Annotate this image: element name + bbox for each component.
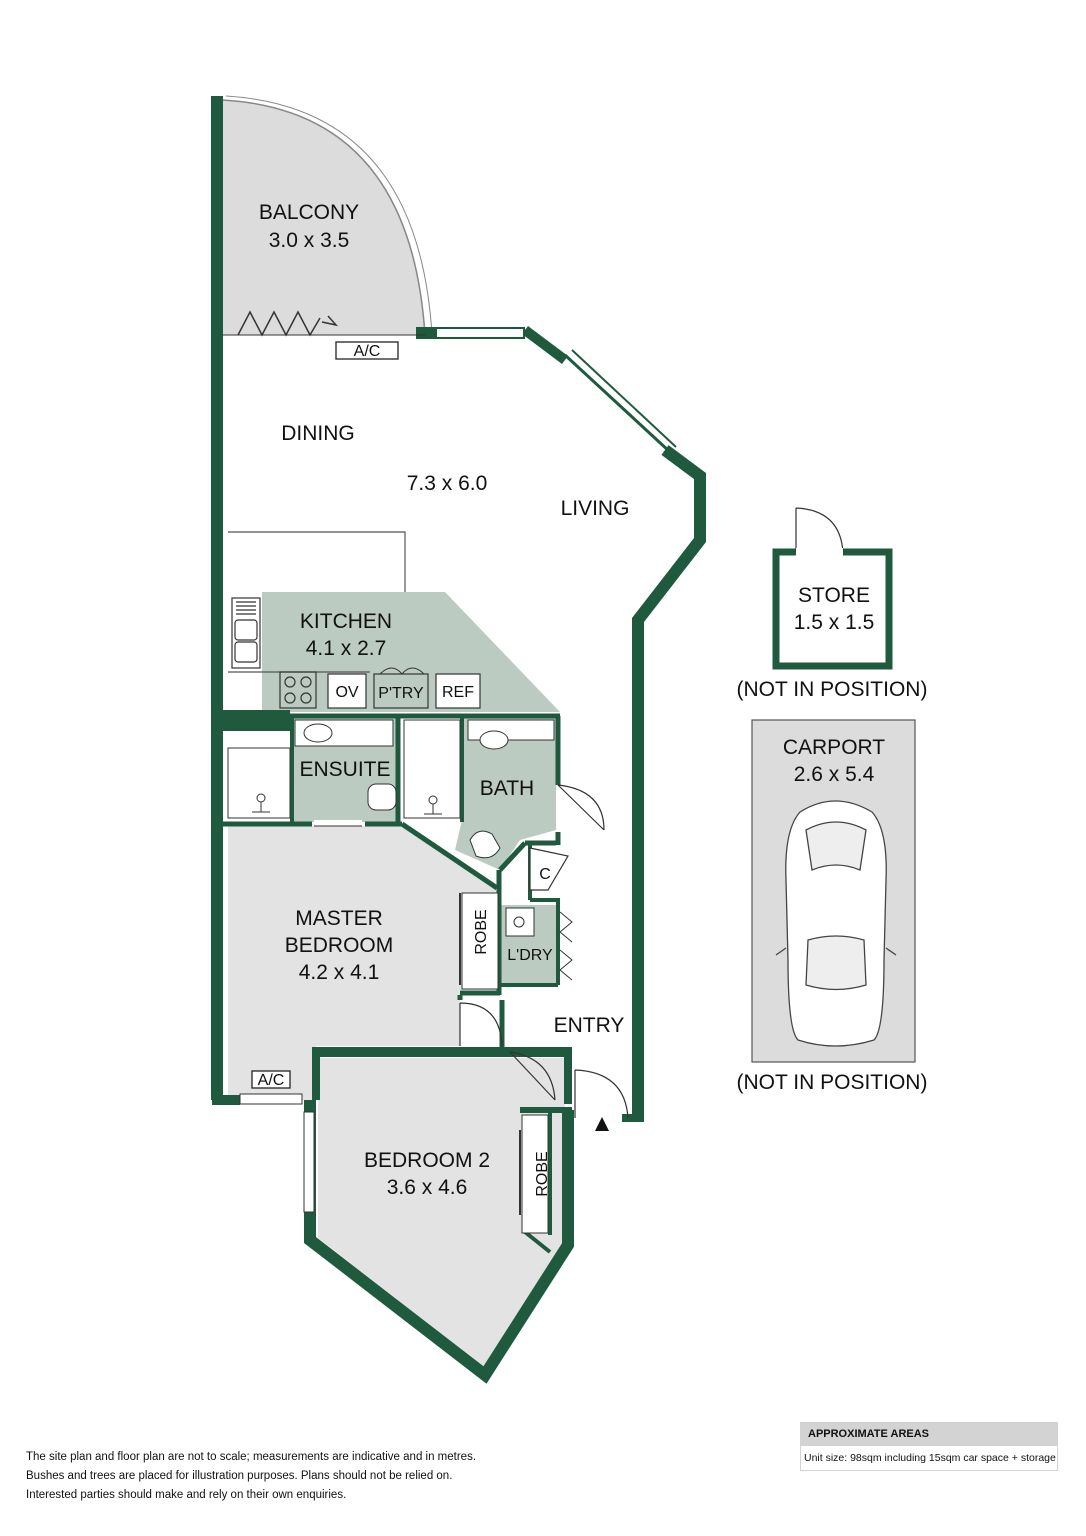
disclaimer-line: The site plan and floor plan are not to …	[26, 1451, 477, 1463]
oven-label: OV	[335, 684, 358, 701]
store-label: STORE	[798, 584, 870, 607]
master-ac-label: A/C	[258, 1072, 285, 1089]
ensuite-label: ENSUITE	[299, 758, 390, 781]
laundry-label: L'DRY	[507, 947, 553, 964]
approximate-areas-table: APPROXIMATE AREAS Unit size: 98sqm inclu…	[800, 1422, 1058, 1471]
carport-label: CARPORT	[783, 736, 885, 759]
master-bedroom-label-1: MASTER	[295, 907, 383, 930]
pantry-label: P'TRY	[378, 685, 424, 702]
carport	[751, 719, 916, 1063]
kitchen-sink	[231, 597, 261, 669]
balcony-glass-edge	[221, 99, 426, 336]
areas-title: APPROXIMATE AREAS	[800, 1422, 1058, 1446]
walls	[211, 96, 706, 1384]
sliding-door	[237, 310, 321, 337]
living-dims: 7.3 x 6.0	[407, 472, 488, 495]
bedroom2-area	[318, 1058, 565, 1368]
bath-label: BATH	[480, 777, 534, 800]
store-dims: 1.5 x 1.5	[794, 611, 875, 634]
bedroom2-dims: 3.6 x 4.6	[387, 1176, 468, 1199]
fridge-label: REF	[442, 684, 474, 701]
living-window	[563, 349, 677, 454]
carport-note: (NOT IN POSITION)	[737, 1071, 928, 1094]
master-bedroom-dims: 4.2 x 4.1	[299, 961, 380, 984]
bedroom2-label: BEDROOM 2	[364, 1149, 490, 1172]
kitchen-label: KITCHEN	[300, 610, 392, 633]
store-note: (NOT IN POSITION)	[737, 678, 928, 701]
cupboard-label: C	[539, 866, 551, 883]
disclaimer: The site plan and floor plan are not to …	[26, 1448, 546, 1505]
balcony-ac-label: A/C	[354, 343, 381, 360]
disclaimer-line: Interested parties should make and rely …	[26, 1489, 347, 1501]
carport-dims: 2.6 x 5.4	[794, 763, 875, 786]
balcony-label: BALCONY	[259, 201, 359, 224]
living-label: LIVING	[561, 497, 630, 520]
dining-label: DINING	[281, 422, 355, 445]
disclaimer-line: Bushes and trees are placed for illustra…	[26, 1470, 453, 1482]
car-icon	[775, 800, 897, 1047]
balcony-dims: 3.0 x 3.5	[269, 229, 350, 252]
entry-label: ENTRY	[554, 1014, 625, 1037]
entry-arrow	[595, 1117, 609, 1131]
master-bedroom-label-2: BEDROOM	[285, 934, 394, 957]
cooktop	[279, 671, 317, 709]
unit-size: Unit size: 98sqm including 15sqm car spa…	[800, 1446, 1058, 1471]
store	[772, 507, 893, 670]
master-robe-label: ROBE	[473, 909, 490, 954]
balcony-area	[222, 100, 425, 335]
kitchen-dims: 4.1 x 2.7	[306, 637, 387, 660]
bedroom2-robe-label: ROBE	[534, 1151, 551, 1196]
master-bedroom-area	[228, 826, 497, 1100]
